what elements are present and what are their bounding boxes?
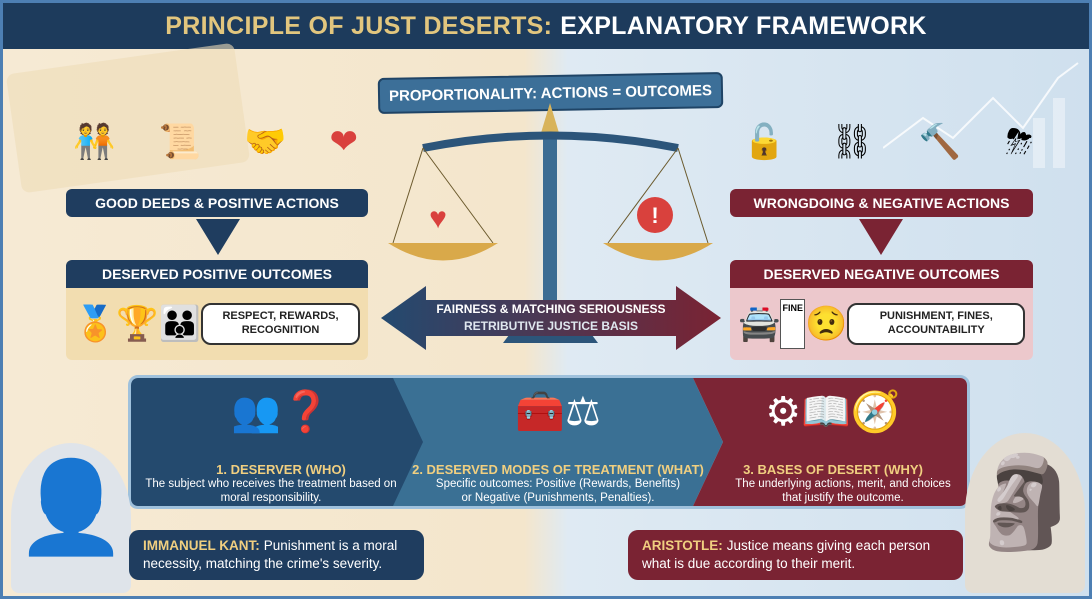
- handcuffs-icon: ⛓: [830, 123, 874, 161]
- negative-outcomes-box: DESERVED NEGATIVE OUTCOMES 🚔 FINE 😟 PUNI…: [730, 260, 1033, 360]
- double-arrow-icon: [381, 286, 721, 350]
- segment-treatment: 🧰⚖ 2. DESERVED MODES OF TREATMENT (WHAT)…: [393, 378, 723, 506]
- segment-title: 1. DESERVER (WHO): [216, 462, 346, 477]
- chart-decoration-icon: [883, 62, 1079, 168]
- fairness-label: FAIRNESS & MATCHING SERIOUSNESS RETRIBUT…: [421, 301, 681, 335]
- negative-outcomes-title: DESERVED NEGATIVE OUTCOMES: [730, 260, 1033, 288]
- kant-quote: IMMANUEL KANT:Punishment is a moral nece…: [129, 530, 424, 580]
- kant-portrait: 👤: [11, 443, 131, 593]
- aristotle-quote-text: Justice means giving each person what is…: [642, 538, 931, 571]
- broken-lock-icon: 🔓: [743, 123, 786, 161]
- heart-icon: ❤: [329, 123, 359, 161]
- segment-text: The underlying actions, merit, and choic…: [735, 478, 951, 504]
- people-question-icon: 👥❓: [231, 390, 331, 434]
- wrongdoing-label: WRONGDOING & NEGATIVE ACTIONS: [730, 189, 1033, 217]
- svg-text:!: !: [651, 203, 658, 228]
- negative-action-icons: 🔓 ⛓ 🔨 ⛈: [743, 125, 1033, 159]
- title-part2: EXPLANATORY FRAMEWORK: [560, 11, 927, 40]
- people-icon: 👪: [158, 305, 202, 343]
- segment-text: Specific outcomes: Positive (Rewards, Be…: [435, 478, 681, 504]
- positive-outcomes-bubble: RESPECT, REWARDS, RECOGNITION: [201, 303, 360, 345]
- good-deeds-label: GOOD DEEDS & POSITIVE ACTIONS: [66, 189, 368, 217]
- sad-face-icon: 😟: [805, 305, 848, 343]
- positive-outcomes-box: DESERVED POSITIVE OUTCOMES 🏅 🏆 👪 RESPECT…: [66, 260, 368, 360]
- fairness-line2: RETRIBUTIVE JUSTICE BASIS: [463, 319, 639, 333]
- chest-and-scale-icon: 🧰⚖: [515, 390, 601, 434]
- segment-deserver: 👥❓ 1. DESERVER (WHO) The subject who rec…: [131, 378, 431, 506]
- aristotle-bust: 🗿: [965, 433, 1085, 593]
- trophy-icon: 🏆: [116, 305, 159, 343]
- down-arrow-icon: [196, 219, 240, 255]
- segment-title: 3. BASES OF DESERT (WHY): [743, 462, 923, 477]
- framework-band: 👥❓ 1. DESERVER (WHO) The subject who rec…: [128, 375, 970, 509]
- storm-cloud-icon: ⛈: [1005, 123, 1033, 161]
- kant-quote-text: Punishment is a moral necessity, matchin…: [143, 538, 398, 571]
- title-part1: PRINCIPLE OF JUST DESERTS:: [165, 11, 553, 40]
- scroll-decoration: [5, 42, 251, 194]
- kant-name: IMMANUEL KANT:: [143, 538, 260, 553]
- aristotle-name: ARISTOTLE:: [642, 538, 723, 553]
- helping-person-icon: 🧑‍🤝‍🧑: [73, 123, 116, 161]
- handshake-icon: 🤝: [244, 123, 287, 161]
- segment-text: The subject who receives the treatment b…: [145, 478, 397, 504]
- aristotle-quote: ARISTOTLE:Justice means giving each pers…: [628, 530, 963, 580]
- svg-text:♥: ♥: [429, 202, 447, 235]
- gavel-icon: 🔨: [918, 123, 961, 161]
- segment-title: 2. DESERVED MODES OF TREATMENT (WHAT): [412, 462, 704, 477]
- scales-of-justice-icon: ♥ !: [388, 103, 713, 343]
- positive-action-icons: 🧑‍🤝‍🧑 📜 🤝 ❤: [73, 125, 358, 159]
- fairness-line1: FAIRNESS & MATCHING SERIOUSNESS: [436, 302, 666, 316]
- segment-bases: ⚙📖🧭 3. BASES OF DESERT (WHY) The underly…: [693, 378, 967, 506]
- certificate-icon: 📜: [158, 123, 201, 161]
- down-arrow-icon: [859, 219, 903, 255]
- fine-document-icon: FINE: [780, 299, 806, 349]
- positive-outcomes-title: DESERVED POSITIVE OUTCOMES: [66, 260, 368, 288]
- page-title: PRINCIPLE OF JUST DESERTS: EXPLANATORY F…: [3, 3, 1089, 49]
- medal-icon: 🏅: [74, 305, 117, 343]
- book-compass-icon: ⚙📖🧭: [765, 390, 901, 434]
- jail-icon: 🚔: [738, 305, 781, 343]
- negative-outcomes-bubble: PUNISHMENT, FINES, ACCOUNTABILITY: [847, 303, 1025, 345]
